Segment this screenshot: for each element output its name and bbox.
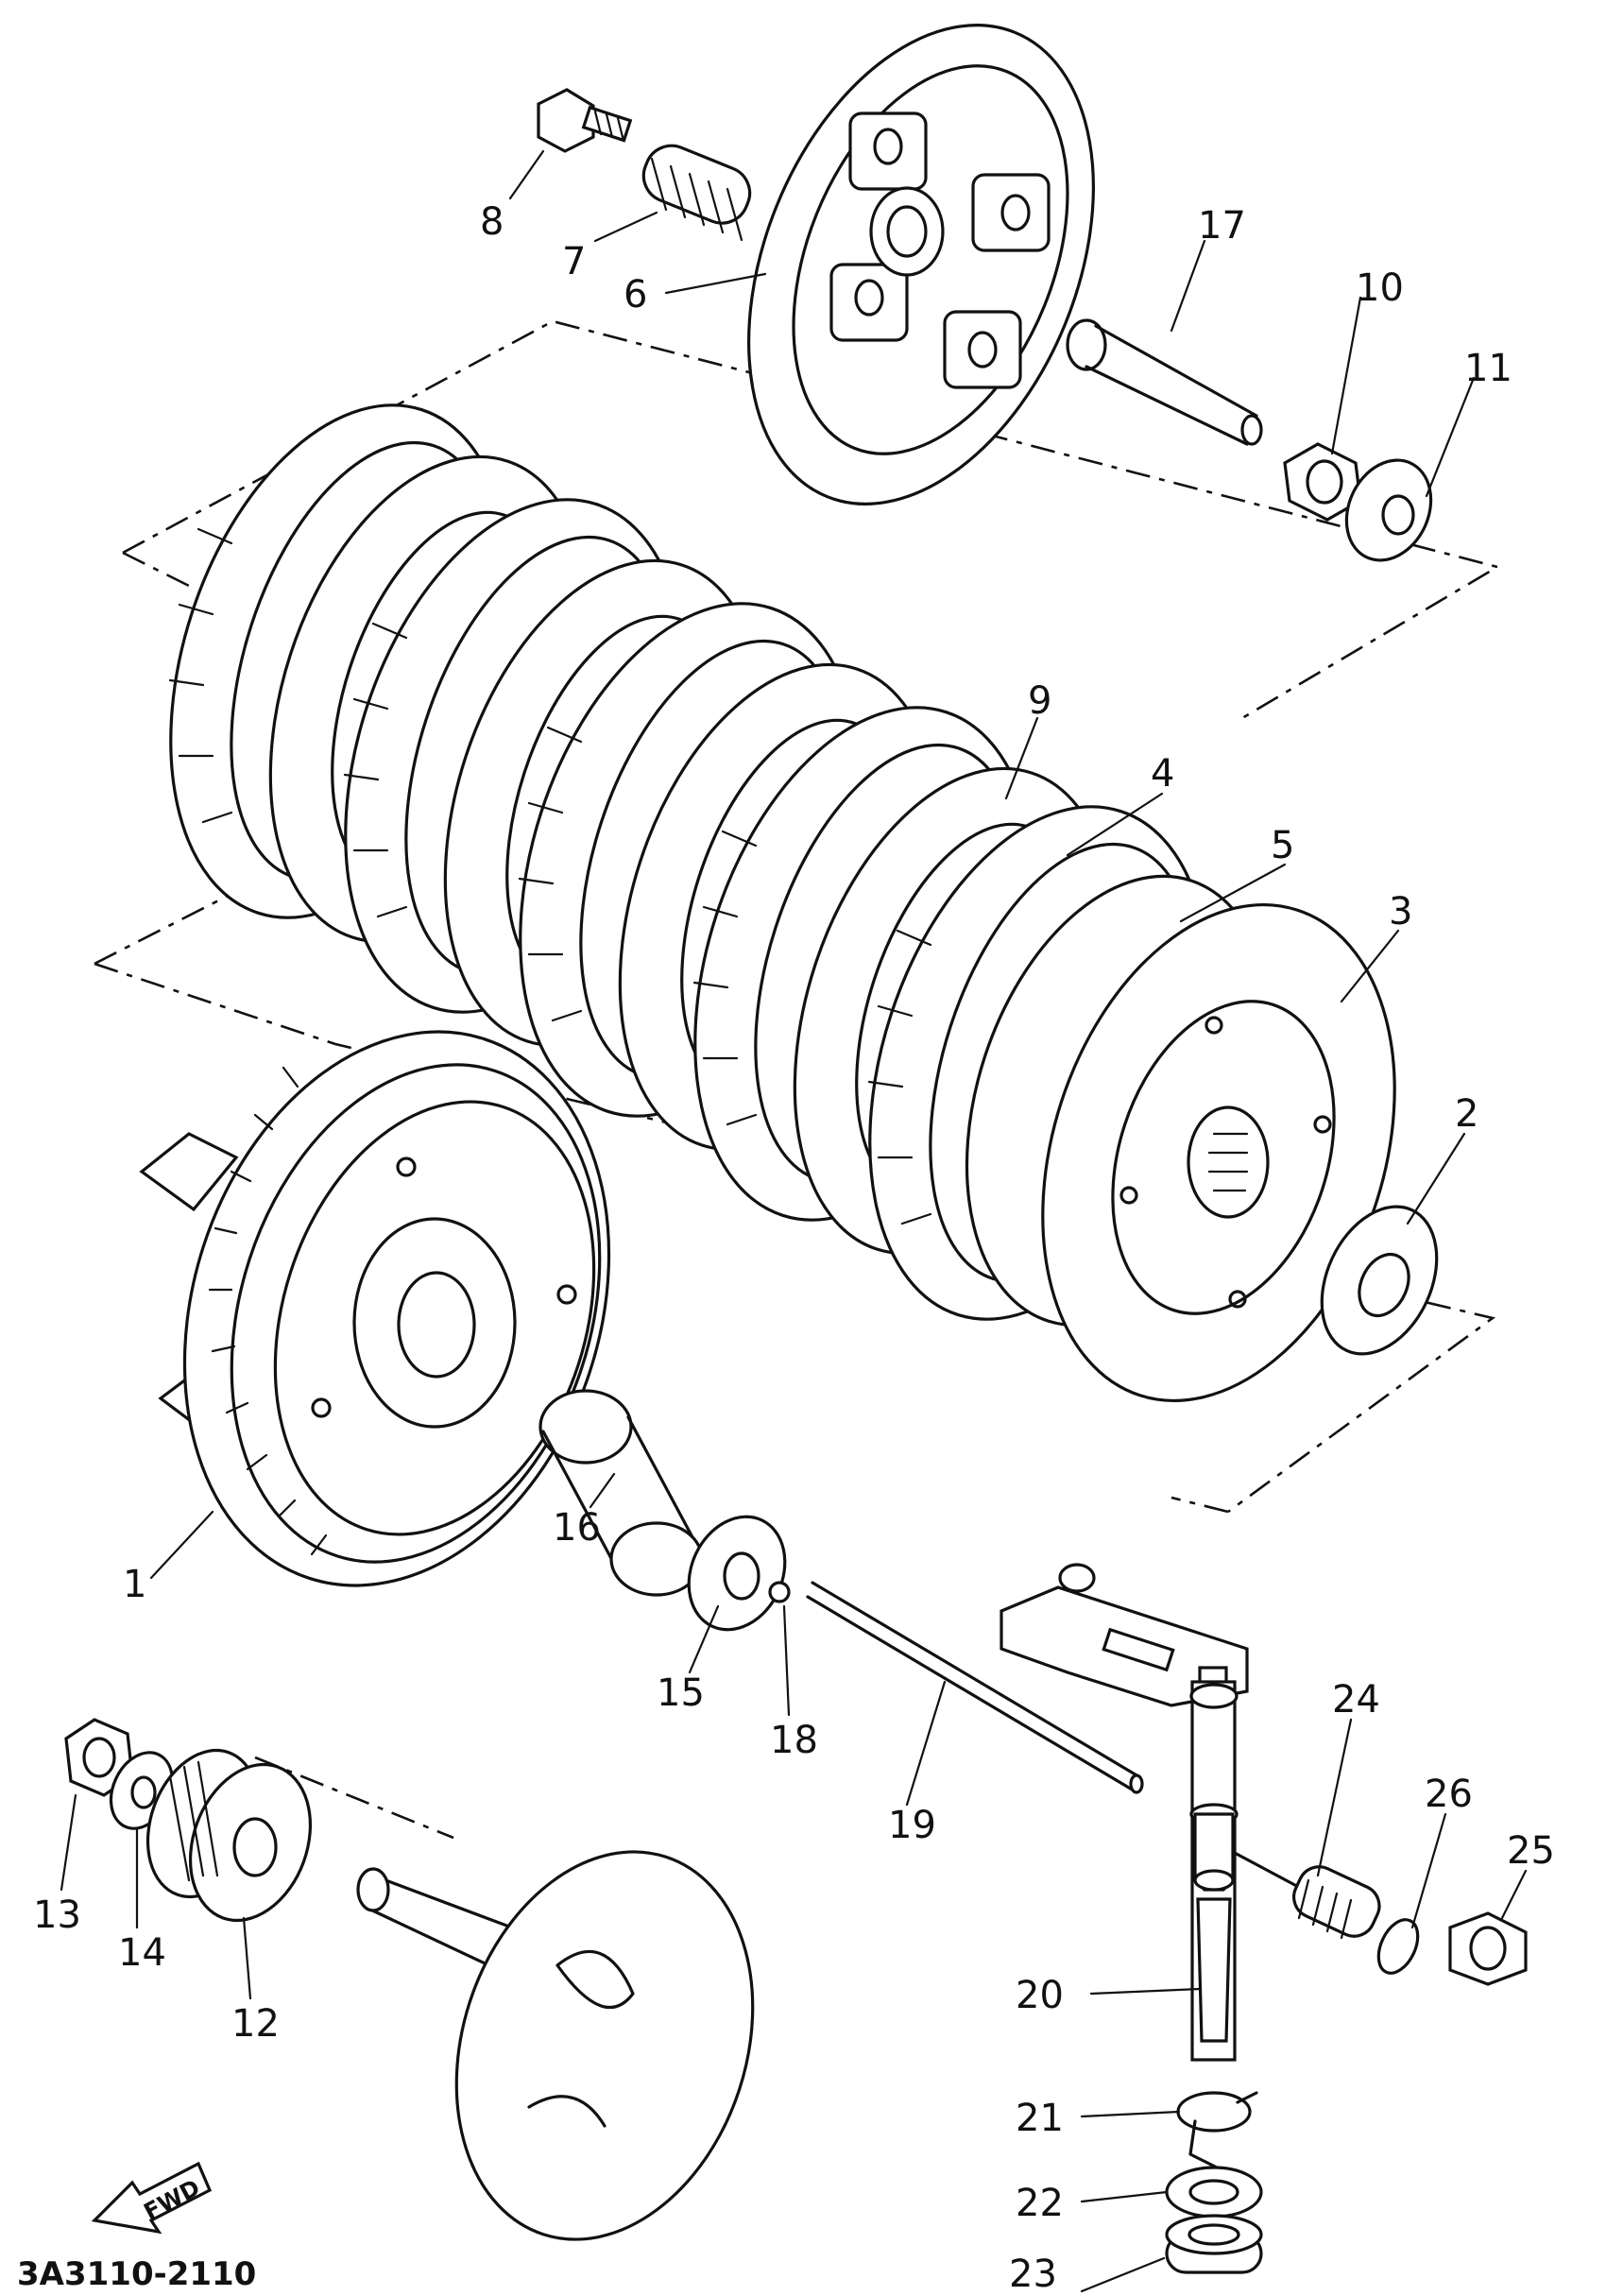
adjusting-screw — [1231, 1850, 1381, 1940]
callout-labels: 8 7 6 17 10 11 9 4 5 3 2 1 16 15 18 19 2… — [33, 200, 1555, 2296]
bolt — [537, 88, 633, 153]
ball — [768, 1581, 791, 1603]
callout-21: 21 — [1016, 2097, 1064, 2140]
spacer-bushing — [538, 1389, 704, 1597]
lower-frame-left — [94, 839, 336, 966]
callout-22: 22 — [1016, 2182, 1064, 2225]
callout-13: 13 — [33, 1893, 81, 1937]
callout-1: 1 — [123, 1563, 146, 1606]
callout-25: 25 — [1507, 1829, 1555, 1873]
callout-24: 24 — [1332, 1678, 1380, 1722]
callout-15: 15 — [657, 1671, 705, 1715]
callout-18: 18 — [770, 1719, 818, 1762]
lever-spring — [1176, 2091, 1258, 2175]
push-rod — [1066, 318, 1263, 446]
oil-seal — [1165, 2166, 1263, 2219]
callout-20: 20 — [1016, 1974, 1064, 2017]
leader-lines — [60, 149, 1528, 2293]
clutch-boss — [965, 874, 1396, 1403]
bearing — [1165, 2214, 1263, 2274]
callout-19: 19 — [888, 1804, 936, 1847]
push-rod-long — [806, 1581, 1144, 1794]
pressure-plate — [747, 24, 1095, 505]
callout-14: 14 — [118, 1931, 166, 1975]
clutch-spring — [641, 144, 752, 242]
forward-direction-arrow: FWD — [91, 2161, 213, 2235]
push-lever-shaft — [1196, 1897, 1232, 2043]
callout-7: 7 — [562, 240, 586, 283]
callout-17: 17 — [1198, 204, 1246, 248]
clutch-housing — [139, 1030, 611, 1587]
spacer-washer — [687, 1515, 787, 1632]
lower-frame-right — [1170, 1496, 1229, 1514]
callout-6: 6 — [624, 273, 647, 317]
crankshaft — [356, 1850, 755, 2241]
callout-12: 12 — [231, 2002, 280, 2046]
callout-9: 9 — [1028, 679, 1051, 723]
callout-4: 4 — [1151, 752, 1174, 796]
diagram-code: 3A3110-2110 — [17, 2255, 256, 2293]
callout-16: 16 — [553, 1506, 601, 1550]
callout-23: 23 — [1009, 2253, 1057, 2296]
callout-5: 5 — [1271, 824, 1294, 867]
callout-3: 3 — [1389, 890, 1412, 934]
primary-drive-gear — [145, 1748, 313, 1923]
thrust-washer — [1320, 1205, 1439, 1356]
lock-nut — [1448, 1911, 1528, 1986]
lock-washer — [1344, 458, 1433, 562]
callout-10: 10 — [1356, 266, 1404, 310]
callout-11: 11 — [1464, 347, 1512, 390]
o-ring — [1376, 1918, 1420, 1975]
callout-8: 8 — [480, 200, 504, 244]
upper-frame-short-left — [122, 551, 190, 588]
callout-26: 26 — [1425, 1773, 1473, 1816]
callout-2: 2 — [1455, 1092, 1478, 1136]
